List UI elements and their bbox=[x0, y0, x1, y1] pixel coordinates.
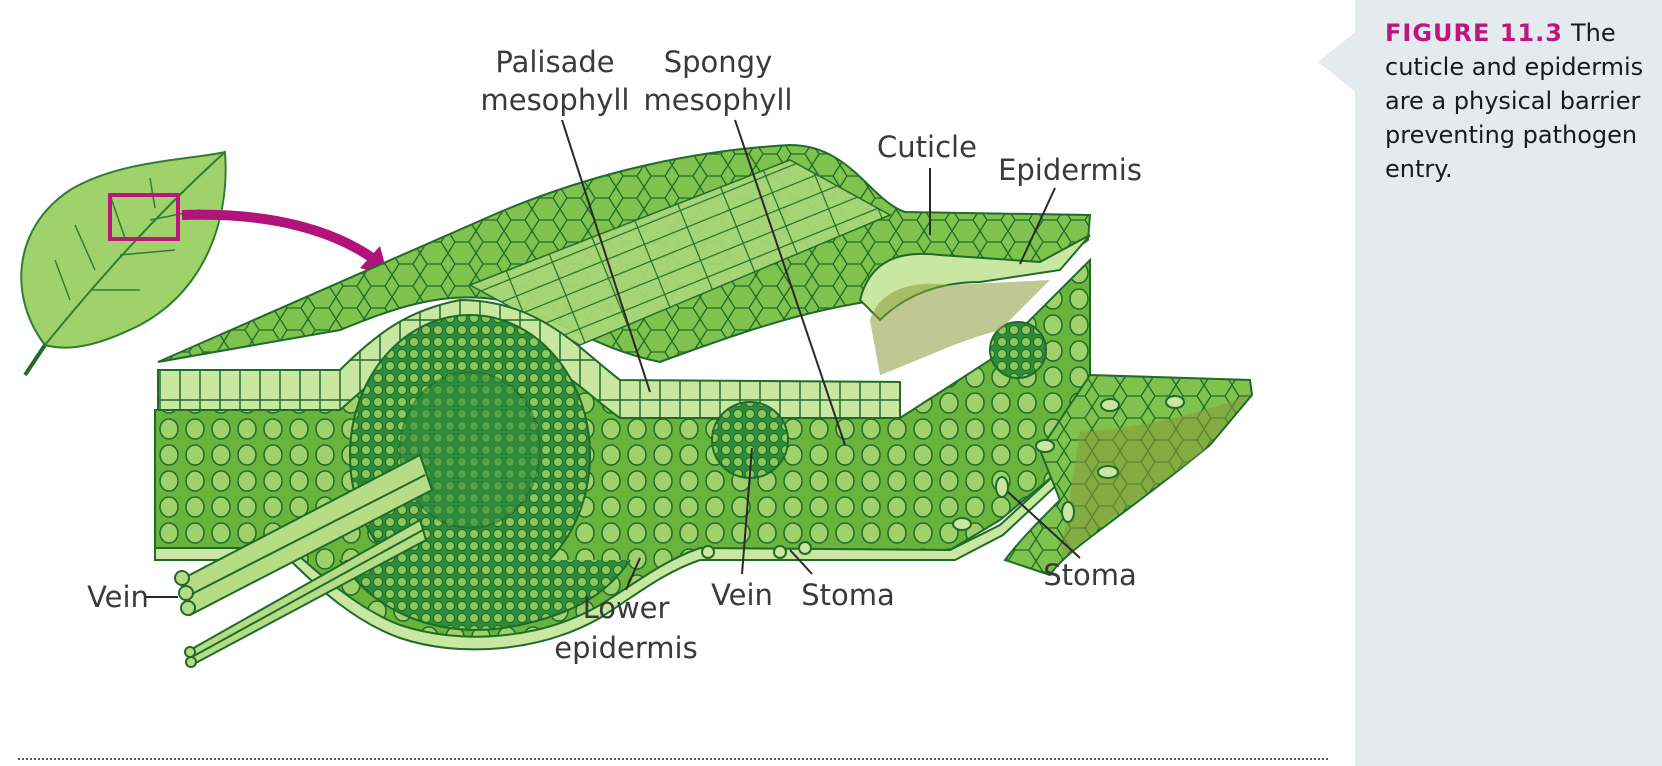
diagram-labels: Palisade mesophyll Spongy mesophyll Cuti… bbox=[87, 45, 1142, 665]
caption-panel bbox=[1355, 0, 1662, 766]
leader-lines bbox=[145, 119, 1081, 598]
vein-rods bbox=[174, 453, 434, 668]
leaf-block bbox=[154, 143, 1254, 668]
label-vein-center: Vein bbox=[711, 578, 773, 612]
label-palisade-2: mesophyll bbox=[480, 83, 629, 117]
label-stoma-center: Stoma bbox=[801, 578, 895, 612]
label-spongy-2: mesophyll bbox=[643, 83, 792, 117]
stomata bbox=[701, 395, 1185, 559]
label-lower-epidermis-1: Lower bbox=[583, 591, 670, 625]
label-epidermis: Epidermis bbox=[998, 153, 1142, 187]
label-cuticle: Cuticle bbox=[877, 130, 977, 164]
label-stoma-right: Stoma bbox=[1043, 558, 1137, 592]
label-palisade-1: Palisade bbox=[495, 45, 614, 79]
label-lower-epidermis-2: epidermis bbox=[554, 631, 697, 665]
caption-text: The cuticle and epidermis are a physical… bbox=[1385, 19, 1644, 183]
figure-label: FIGURE 11.3 bbox=[1385, 19, 1563, 47]
leaf-illustration bbox=[20, 150, 227, 377]
bottom-divider bbox=[18, 758, 1328, 760]
label-spongy-1: Spongy bbox=[664, 45, 773, 79]
caption-pointer bbox=[1318, 30, 1358, 94]
highlight-box bbox=[108, 193, 180, 241]
label-vein-left: Vein bbox=[87, 580, 149, 614]
